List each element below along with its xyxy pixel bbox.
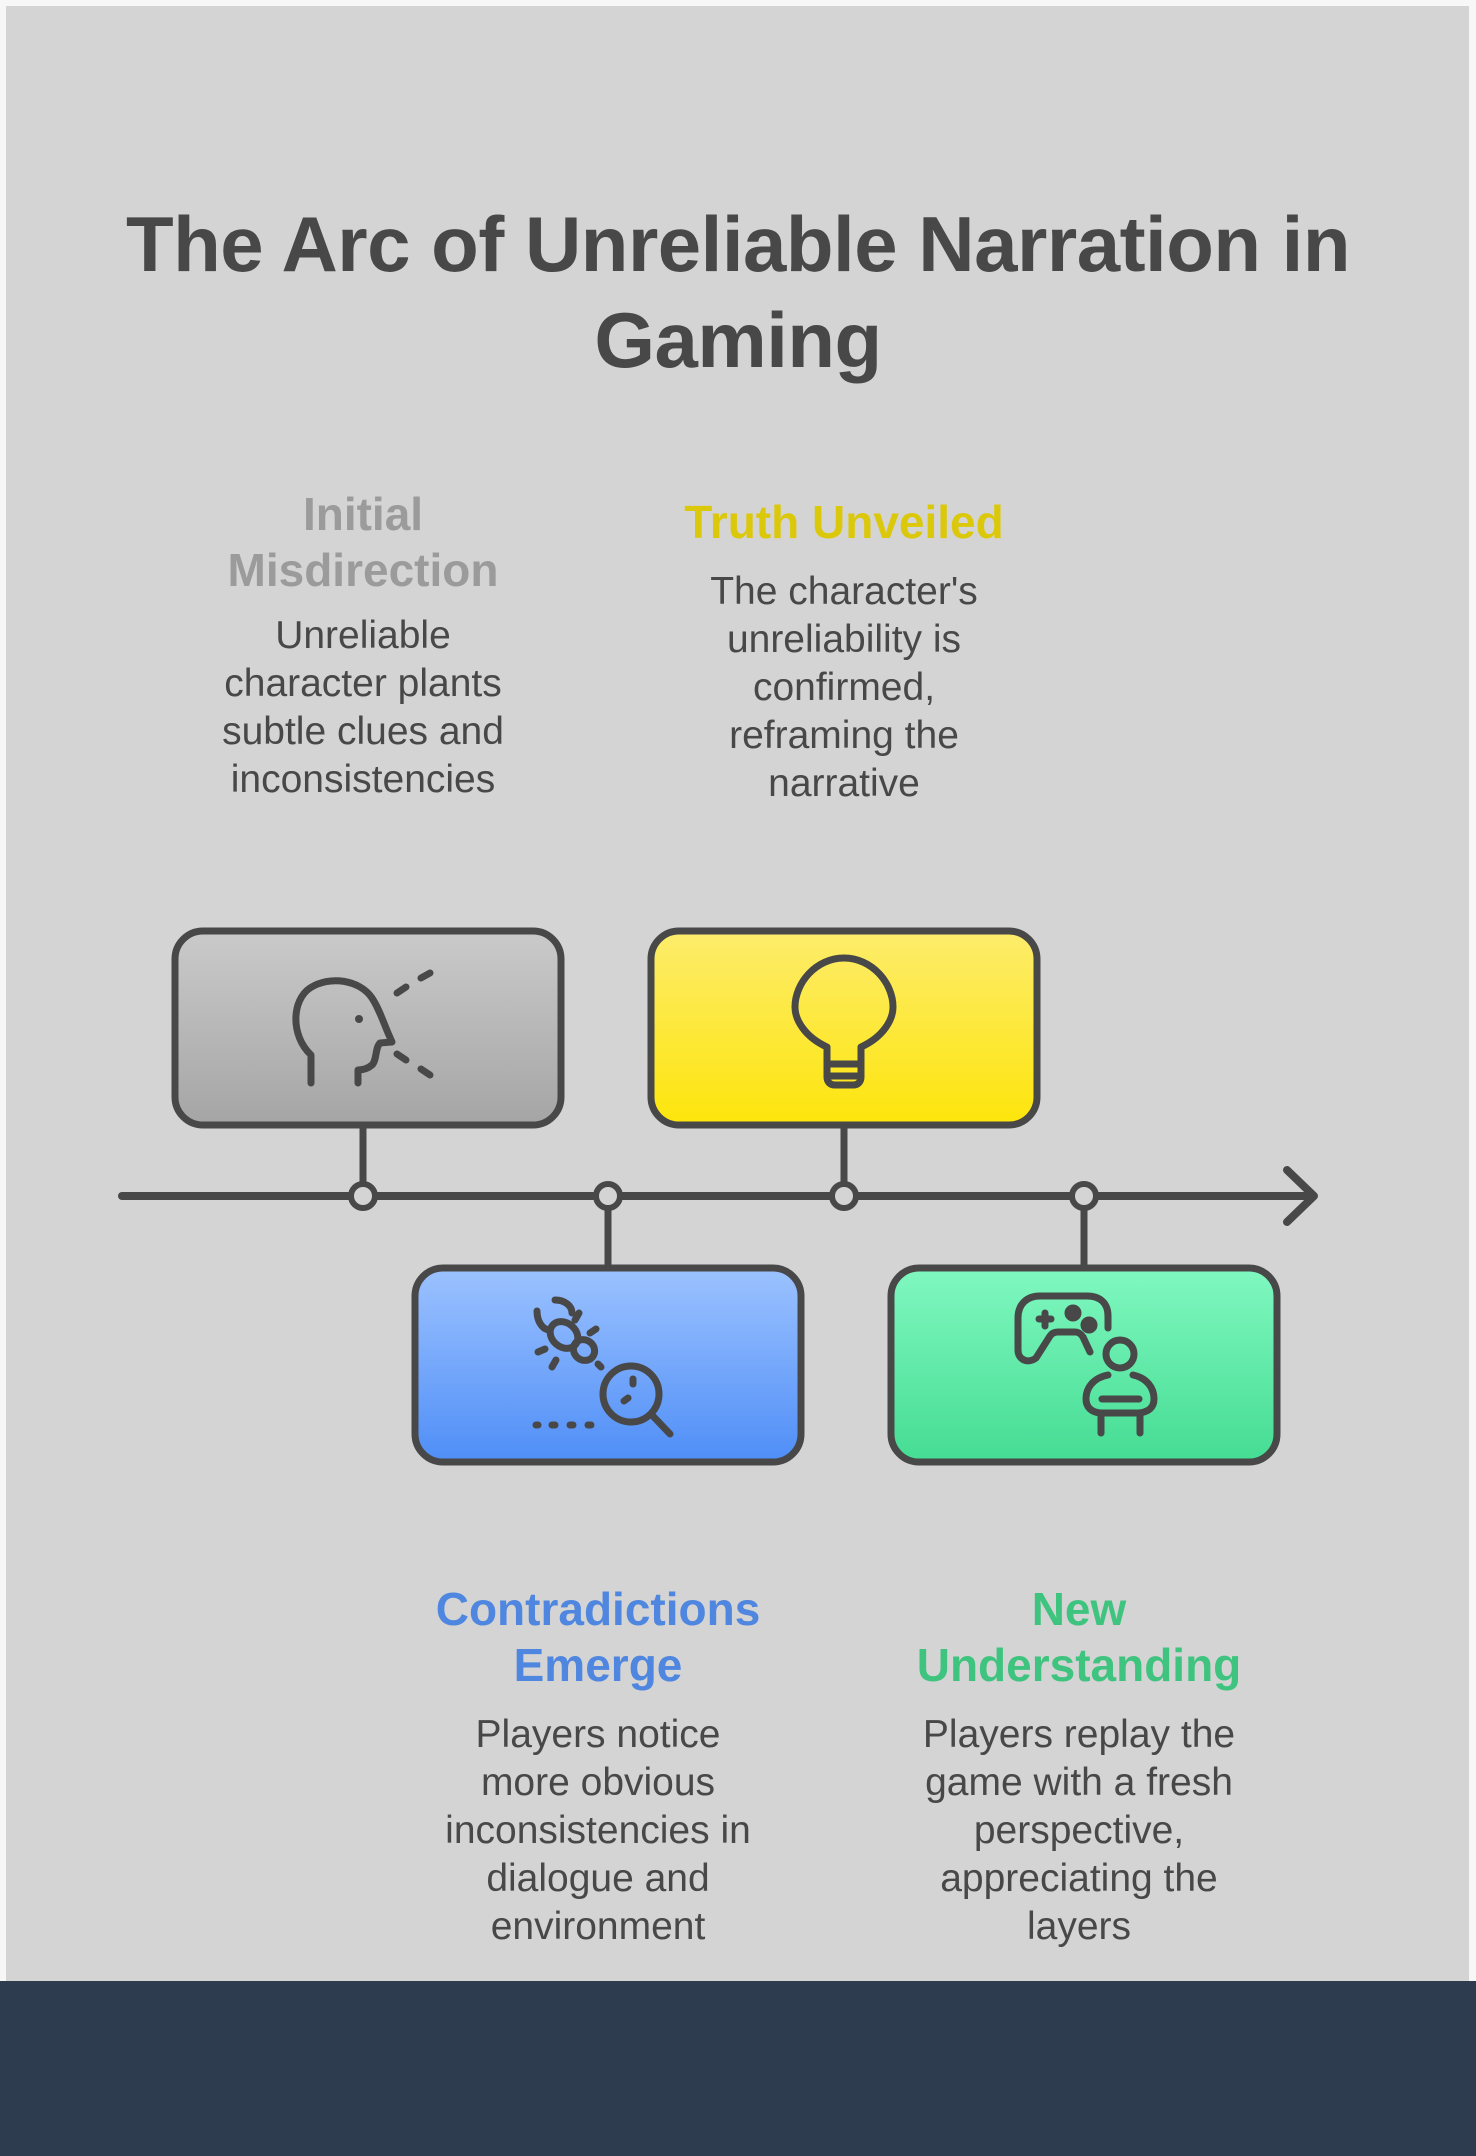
stage-heading-line: Contradictions: [435, 1583, 761, 1635]
stage-heading-line: Truth Unveiled: [684, 496, 1004, 548]
page-title: The Arc of Unreliable Narration in Gamin…: [0, 196, 1476, 388]
stage-heading: New Understanding: [899, 1581, 1259, 1693]
timeline-node-4[interactable]: [1069, 1181, 1099, 1211]
stage-description-line: Unreliable: [275, 614, 451, 657]
stage-description: Players replay the game with a fresh per…: [899, 1711, 1259, 1951]
bug-search-icon: [532, 1296, 674, 1438]
stage-heading-line: Initial: [302, 488, 424, 540]
stage-description-line: character plants: [224, 662, 502, 705]
stage-description: The character's unreliability is confirm…: [664, 568, 1024, 808]
stage-box-new-understanding[interactable]: [887, 1264, 1281, 1466]
stage-description-line: perspective,: [973, 1809, 1185, 1852]
stage-heading-line: New: [1031, 1583, 1127, 1635]
stage-box-initial-misdirection[interactable]: [171, 927, 565, 1129]
stage-heading: Truth Unveiled: [664, 494, 1024, 550]
stage-description-line: layers: [1026, 1905, 1132, 1948]
stage-description-line: The character's: [710, 570, 978, 613]
timeline-axis: [118, 1166, 1318, 1226]
lightbulb-icon: [791, 954, 897, 1089]
footer-bar: [0, 1981, 1476, 2156]
stage-text-truth-unveiled: Truth Unveiled The character's unreliabi…: [664, 494, 1024, 808]
stage-description-line: environment: [490, 1905, 706, 1948]
stage-description: Players notice more obvious inconsistenc…: [418, 1711, 778, 1951]
stage-description-line: Players replay the: [922, 1713, 1236, 1756]
stage-description-line: unreliability is: [726, 618, 962, 661]
timeline-node-1[interactable]: [348, 1181, 378, 1211]
title-line-2: Gaming: [594, 296, 882, 384]
stage-text-new-understanding: New Understanding Players replay the gam…: [899, 1581, 1259, 1951]
stage-description-line: subtle clues and: [222, 710, 504, 753]
stage-text-contradictions-emerge: Contradictions Emerge Players notice mor…: [418, 1581, 778, 1951]
speaking-head-icon: [292, 969, 434, 1087]
stage-box-truth-unveiled[interactable]: [647, 927, 1041, 1129]
stage-description-line: appreciating the: [940, 1857, 1218, 1900]
timeline-node-3[interactable]: [829, 1181, 859, 1211]
stage-description-line: inconsistencies: [230, 758, 496, 801]
stage-description-line: narrative: [768, 762, 920, 805]
stage-description-line: Players notice: [475, 1713, 721, 1756]
stage-description-line: confirmed,: [752, 666, 936, 709]
stage-text-initial-misdirection: Initial Misdirection Unreliable characte…: [183, 486, 543, 804]
gamer-controller-icon: [1014, 1292, 1158, 1437]
timeline-node-2[interactable]: [593, 1181, 623, 1211]
stage-description-line: reframing the: [729, 714, 959, 757]
stage-heading-line: Understanding: [916, 1639, 1242, 1691]
stage-description-line: dialogue and: [486, 1857, 710, 1900]
stage-description-line: more obvious: [480, 1761, 716, 1804]
stage-description-line: inconsistencies in: [445, 1809, 751, 1852]
stage-heading: Initial Misdirection: [183, 486, 543, 598]
stage-description: Unreliable character plants subtle clues…: [183, 612, 543, 804]
stage-box-contradictions-emerge[interactable]: [411, 1264, 805, 1466]
arrow-head-icon: [1283, 1166, 1318, 1226]
stage-heading: Contradictions Emerge: [418, 1581, 778, 1693]
stage-heading-line: Misdirection: [227, 544, 499, 596]
title-line-1: The Arc of Unreliable Narration in: [126, 200, 1351, 288]
stage-description-line: game with a fresh: [925, 1761, 1233, 1804]
stage-heading-line: Emerge: [513, 1639, 683, 1691]
